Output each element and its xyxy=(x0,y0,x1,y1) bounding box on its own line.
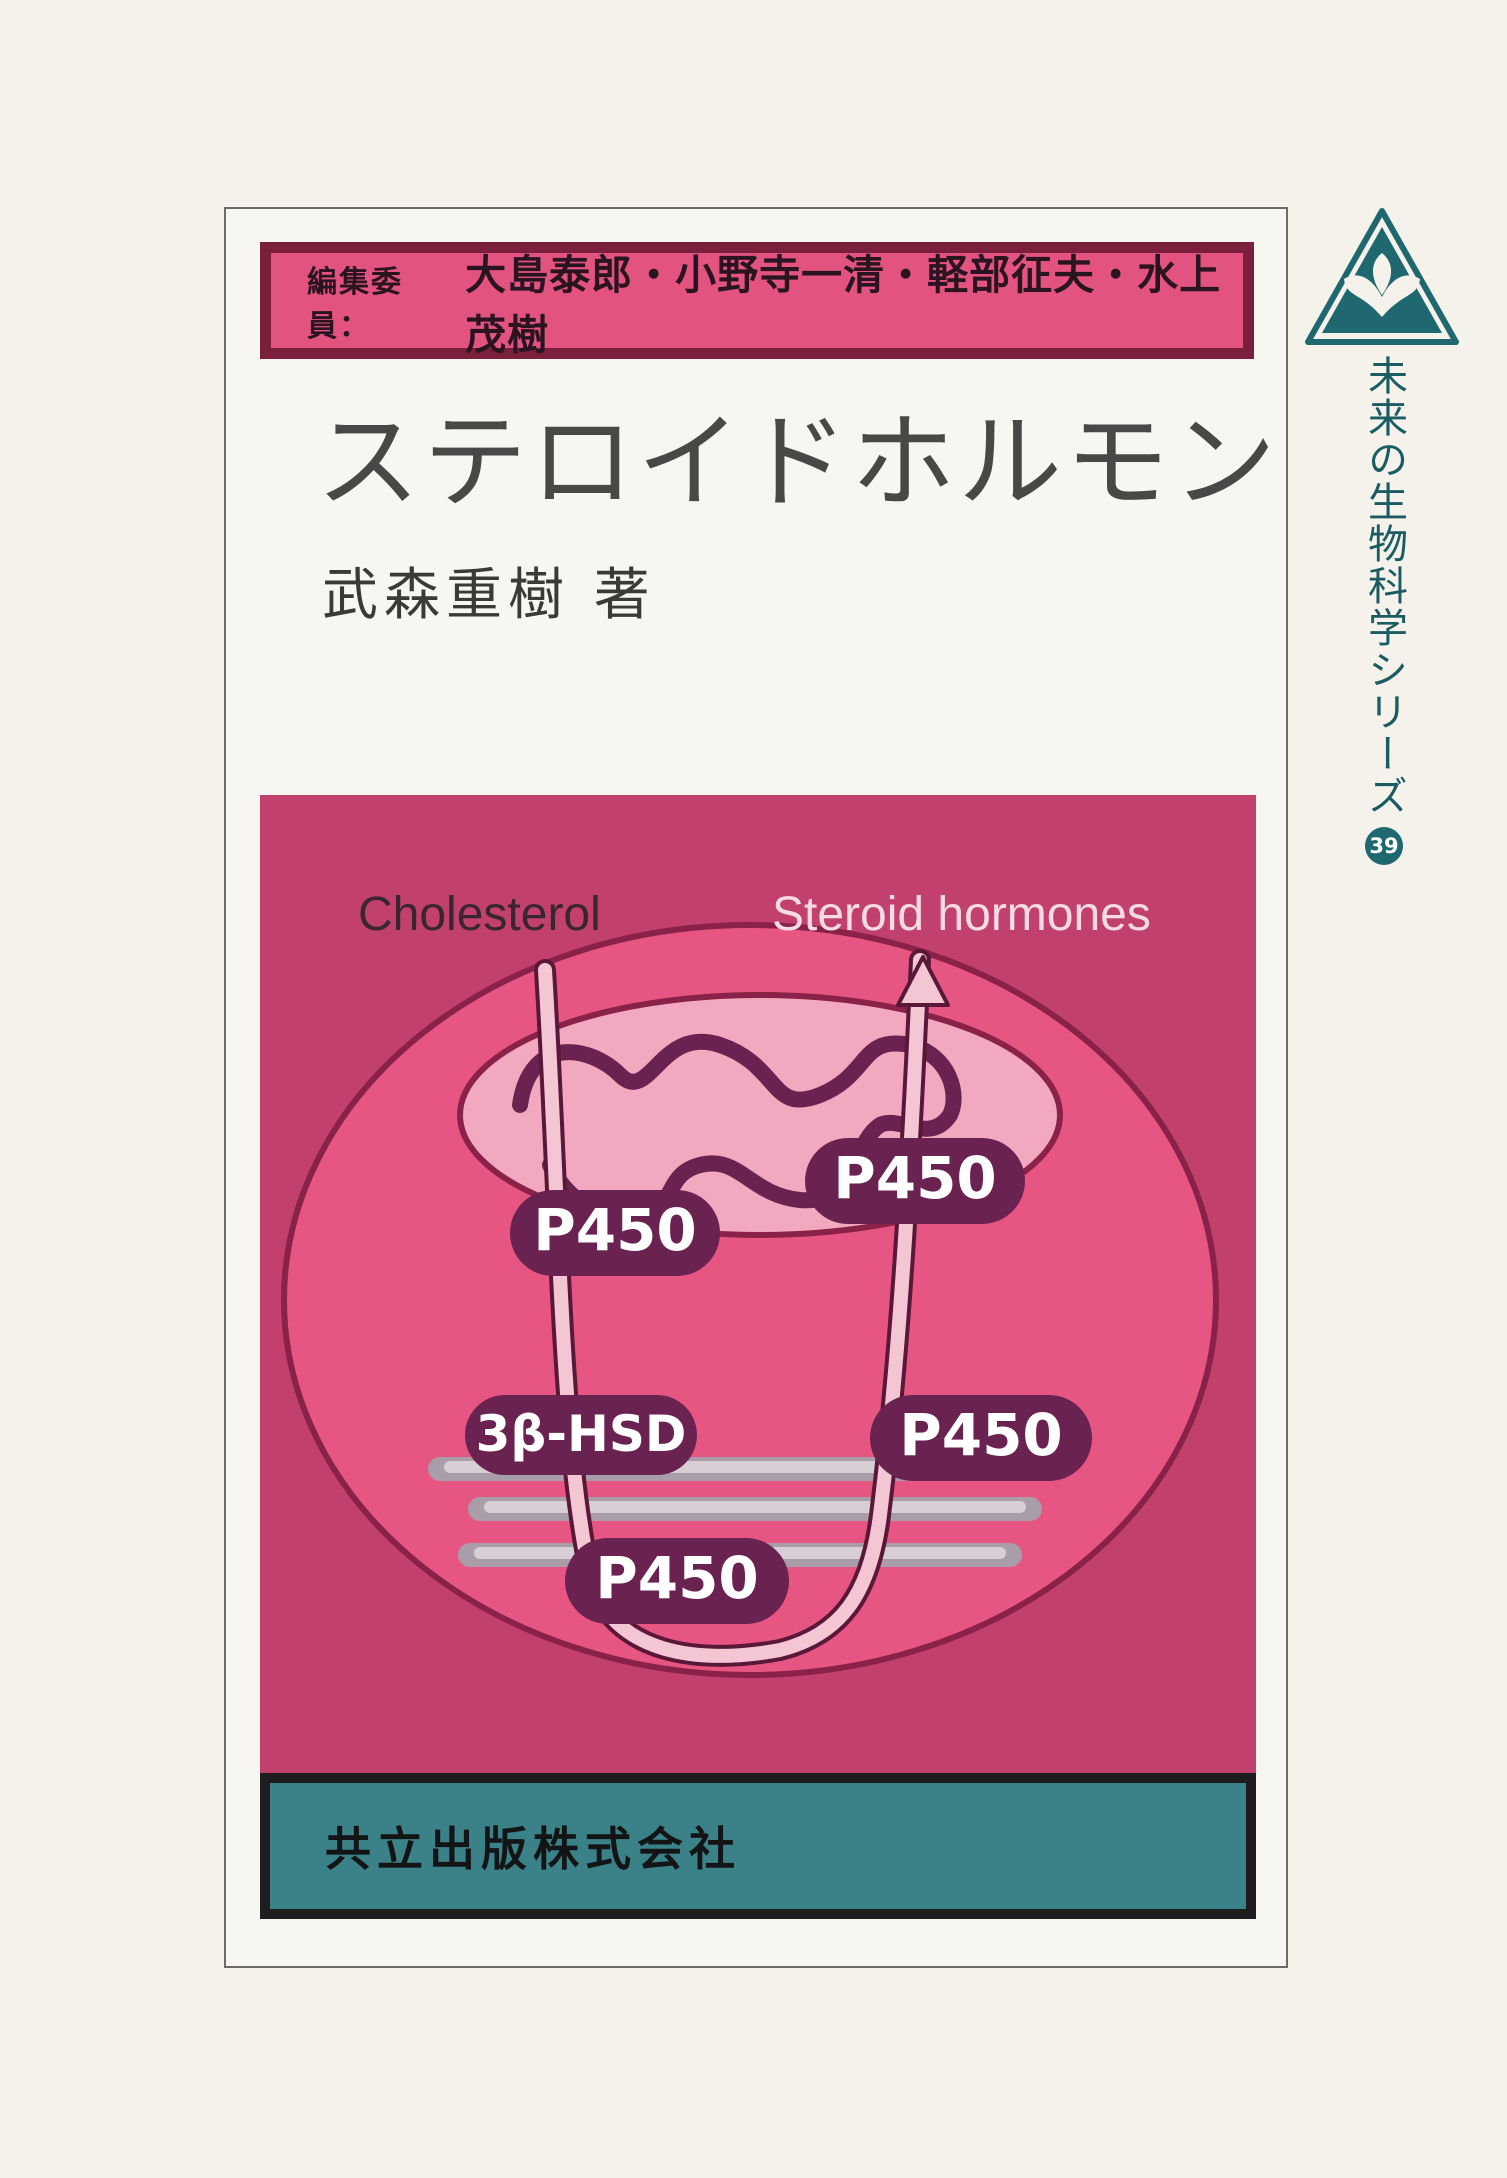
publisher-name: 共立出版株式会社 xyxy=(325,1822,741,1876)
enzyme-p450-er-right: P450 xyxy=(870,1395,1092,1481)
output-label: Steroid hormones xyxy=(772,888,1151,941)
editors-names: 大島泰郎・小野寺一清・軽部征夫・水上茂樹 xyxy=(465,250,1222,359)
enzyme-label: P450 xyxy=(833,1144,997,1212)
steroidogenesis-diagram: Cholesterol Steroid hormones P450 P450 3… xyxy=(260,795,1256,1775)
publisher-band: 共立出版株式会社 xyxy=(260,1773,1256,1919)
enzyme-3b-hsd: 3β-HSD xyxy=(465,1395,697,1475)
enzyme-label: P450 xyxy=(595,1544,759,1612)
book-author: 武森重樹 著 xyxy=(322,563,656,628)
series-label: 未来の生物科学シリーズ 39 xyxy=(1360,355,1408,865)
arrow-head-icon xyxy=(896,955,950,1007)
cholesterol-pathway-arrow-fill xyxy=(538,953,927,1663)
input-label: Cholesterol xyxy=(358,888,601,941)
book-title: ステロイドホルモン xyxy=(316,401,1280,523)
series-logo-icon xyxy=(1305,208,1459,345)
editors-label: 編集委員： xyxy=(307,264,403,344)
inner-membrane-cristae xyxy=(512,1033,962,1224)
editors-band: 編集委員： 大島泰郎・小野寺一清・軽部征夫・水上茂樹 xyxy=(260,242,1254,359)
enzyme-label: P450 xyxy=(533,1196,697,1264)
enzyme-label: P450 xyxy=(899,1401,1063,1469)
series-number-badge: 39 xyxy=(1365,827,1403,865)
enzyme-p450-mito-left: P450 xyxy=(510,1190,720,1276)
series-name: 未来の生物科学シリーズ xyxy=(1361,355,1407,817)
enzyme-p450-mito-right: P450 xyxy=(805,1138,1025,1224)
enzyme-p450-er-bottom: P450 xyxy=(565,1538,789,1624)
enzyme-label: 3β-HSD xyxy=(476,1405,687,1463)
